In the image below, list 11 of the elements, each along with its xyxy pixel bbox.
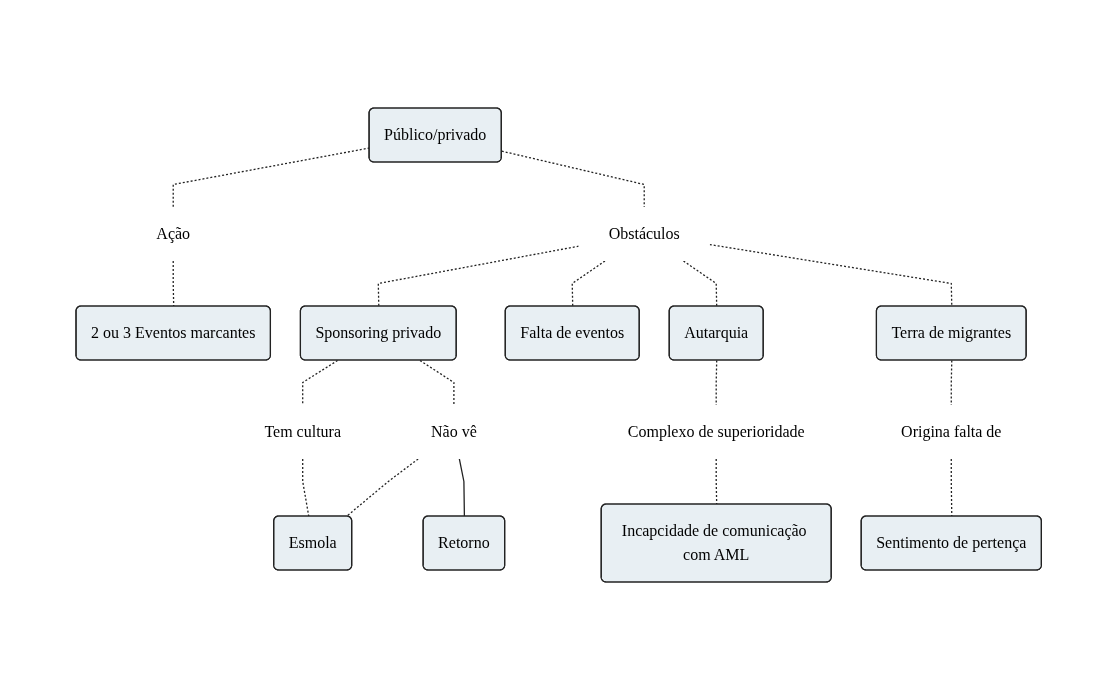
connector [950,359,953,406]
node-text: Ação [156,225,191,242]
node-text: Tem cultura [264,422,342,440]
node-text: Obstáculos [608,225,681,242]
connector [419,359,455,406]
node-text: Não vê [431,422,478,440]
node-text: Origina falta de [901,422,1002,440]
connector [346,458,420,518]
connector [715,359,718,406]
node-text: Complexo de superioridade [628,422,805,440]
connector [302,359,339,406]
